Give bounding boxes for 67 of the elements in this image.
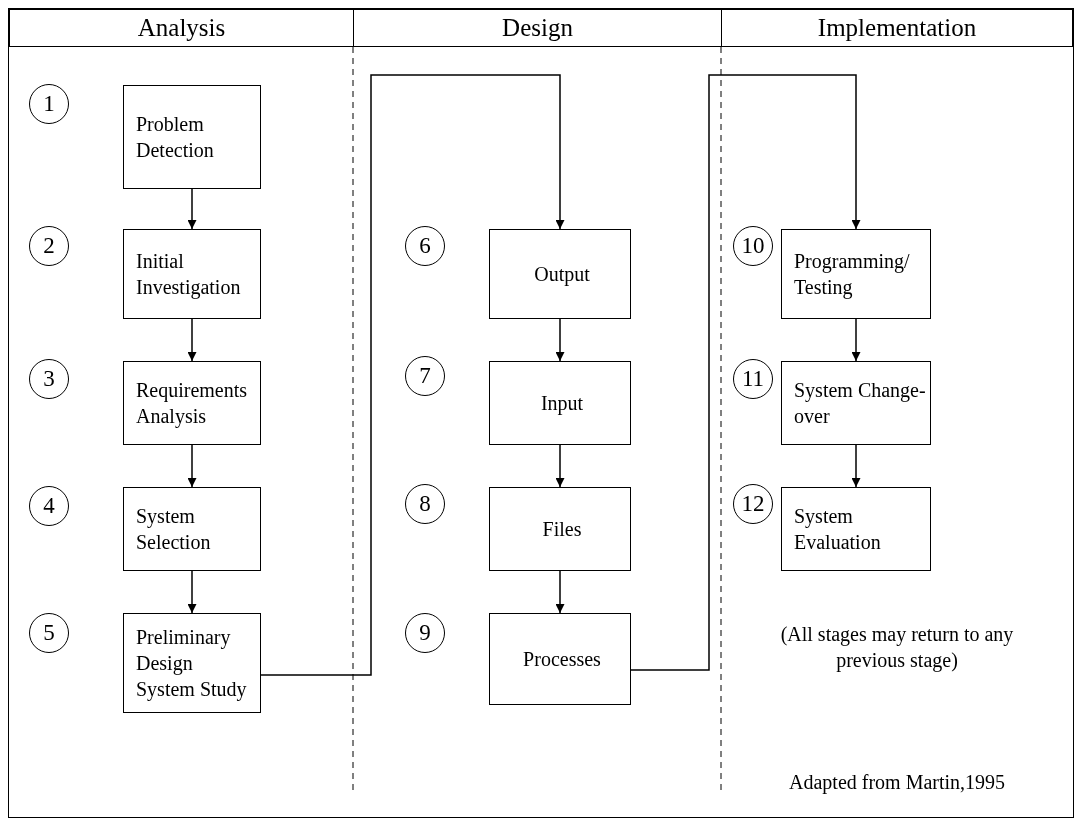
step-label: Output	[534, 262, 590, 287]
step-number: 10	[741, 233, 765, 259]
step-label: Input	[540, 391, 584, 416]
step-number: 4	[43, 493, 55, 519]
step-label: Requirements Analysis	[136, 378, 249, 429]
number-circle	[733, 359, 773, 399]
process-box	[781, 487, 931, 571]
step-label: Processes	[523, 647, 601, 672]
process-box	[781, 229, 931, 319]
source-note: Adapted from Martin,1995	[789, 770, 1007, 795]
step-label: Programming/ Testing	[794, 249, 911, 300]
process-box	[489, 229, 631, 319]
step-number: 6	[419, 233, 431, 259]
number-circle	[29, 613, 69, 653]
step-label: Preliminary Design System Study	[136, 625, 248, 702]
process-box	[123, 229, 261, 319]
process-box	[489, 487, 631, 571]
process-box	[781, 361, 931, 445]
step-number: 7	[419, 363, 431, 389]
step-number: 3	[43, 366, 55, 392]
step-number: 5	[43, 620, 55, 646]
step-label: Initial Investigation	[136, 249, 242, 300]
step-number: 8	[419, 491, 431, 517]
arrow	[555, 318, 565, 362]
number-circle	[29, 486, 69, 526]
phase-header-cell	[9, 9, 353, 47]
number-circle	[733, 226, 773, 266]
step-label: Problem Detection	[136, 112, 215, 163]
arrow	[555, 570, 565, 614]
arrow	[187, 570, 197, 614]
phase-heading: Implementation	[817, 14, 977, 42]
process-box	[123, 613, 261, 713]
step-number: 11	[741, 366, 765, 392]
number-circle	[29, 359, 69, 399]
arrow	[260, 74, 565, 676]
arrow	[851, 318, 861, 362]
arrow	[555, 444, 565, 488]
arrow	[187, 188, 197, 230]
phase-header-cell	[721, 9, 1073, 47]
number-circle	[733, 484, 773, 524]
step-label: System Evaluation	[794, 504, 882, 555]
step-label: Files	[542, 517, 582, 542]
note: (All stages may return to any previous stage)	[779, 622, 1015, 673]
process-box	[123, 487, 261, 571]
phase-heading: Analysis	[137, 14, 226, 42]
number-circle	[405, 356, 445, 396]
phase-header-cell	[353, 9, 721, 47]
step-label: System Change-over	[794, 378, 926, 429]
phase-heading: Design	[502, 14, 573, 42]
process-box	[489, 613, 631, 705]
process-box	[123, 361, 261, 445]
arrow	[630, 74, 861, 671]
arrow	[851, 444, 861, 488]
process-box	[123, 85, 261, 189]
step-number: 1	[43, 91, 55, 117]
arrow	[187, 318, 197, 362]
process-box	[489, 361, 631, 445]
number-circle	[29, 84, 69, 124]
number-circle	[405, 226, 445, 266]
number-circle	[29, 226, 69, 266]
number-circle	[405, 484, 445, 524]
step-number: 12	[741, 491, 765, 517]
step-number: 9	[419, 620, 431, 646]
step-label: System Selection	[136, 504, 212, 555]
number-circle	[405, 613, 445, 653]
arrow	[187, 444, 197, 488]
step-number: 2	[43, 233, 55, 259]
